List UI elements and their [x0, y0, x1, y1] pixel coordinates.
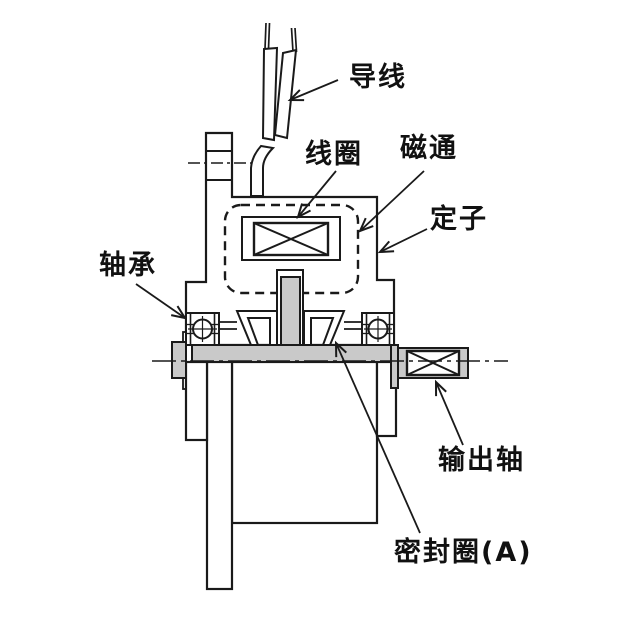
- terminal-post-detail: [188, 150, 253, 181]
- arrow-stator: [380, 228, 428, 252]
- rotor-hub: [276, 269, 304, 346]
- label-flux: 磁通: [400, 133, 458, 164]
- label-output-shaft: 输出轴: [438, 445, 525, 476]
- lead-wires: [250, 22, 298, 197]
- pole-face-lines: [219, 321, 362, 330]
- label-stator: 定子: [430, 204, 488, 235]
- bearing-left: [185, 312, 220, 346]
- label-bearing: 轴承: [99, 250, 157, 281]
- leader-arrows: [135, 79, 464, 534]
- arrow-flux: [360, 170, 425, 231]
- label-lead-wire: 导线: [349, 62, 407, 93]
- bearing-right: [361, 312, 395, 346]
- output-shaft-symbol: [397, 347, 469, 379]
- coil-symbol: [241, 216, 341, 261]
- shaft-left-collar: [171, 341, 187, 379]
- shaft-right-collar: [390, 344, 399, 389]
- shaft-band: [191, 344, 394, 363]
- arrow-seal-ring: [336, 343, 421, 534]
- lower-housing: [184, 360, 398, 591]
- arrow-output-shaft: [436, 382, 464, 446]
- arrow-lead-wire: [290, 79, 339, 100]
- label-coil: 线圈: [305, 139, 363, 170]
- arrow-bearing: [135, 283, 185, 318]
- label-seal-ring: 密封圈(A): [394, 537, 533, 568]
- arrow-coil: [298, 170, 337, 217]
